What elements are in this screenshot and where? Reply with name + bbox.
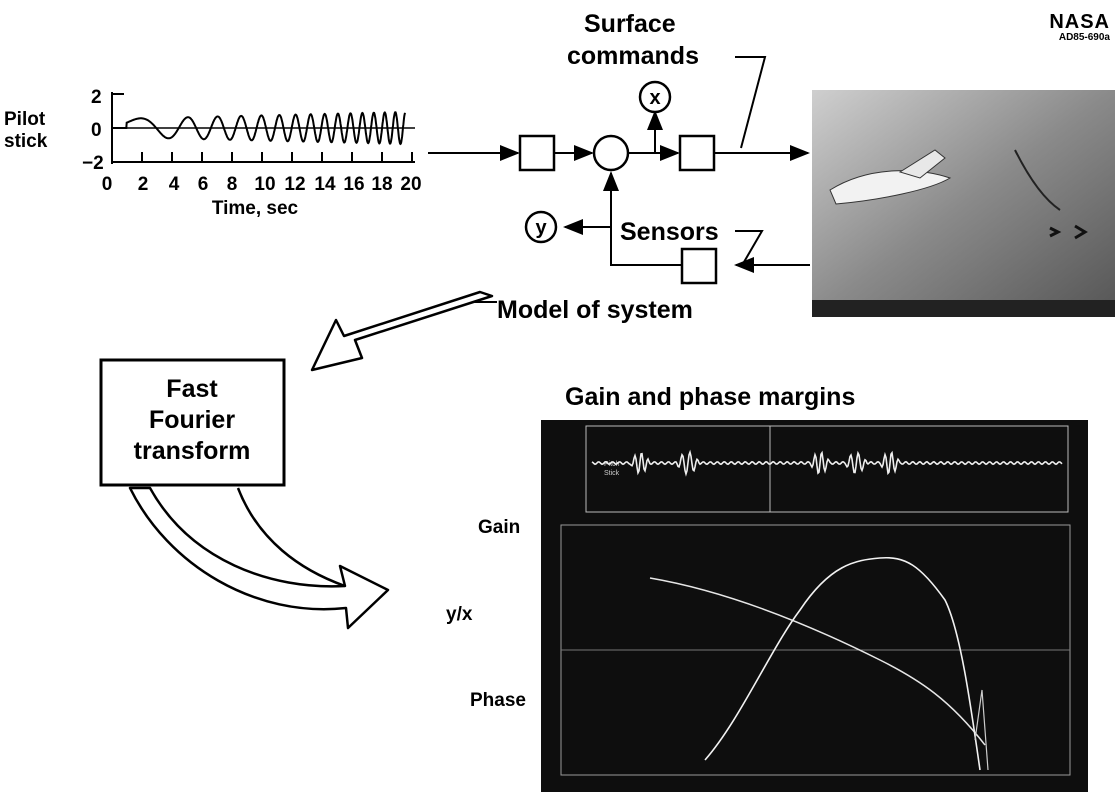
x-tick-label: 18 bbox=[371, 174, 392, 195]
x-tick-label: 4 bbox=[169, 174, 180, 195]
pilot-stick-plot: Pilot stick 2 0 −2 0 2 4 6 8 10 12 14 16… bbox=[4, 87, 422, 219]
x-tick-label: 6 bbox=[198, 174, 209, 195]
phase-trace bbox=[649, 577, 986, 746]
panel-axis-label: Pitch bbox=[604, 461, 620, 468]
gain-phase-display: Gain and phase margins Pitch Stick Gain … bbox=[446, 383, 1088, 792]
x-tick-label: 10 bbox=[254, 174, 275, 195]
sensors-label: Sensors bbox=[620, 218, 719, 246]
model-to-fft-arrow bbox=[310, 290, 494, 372]
y-tick-label: 2 bbox=[91, 87, 102, 108]
figure-code: AD85-690a bbox=[1058, 32, 1110, 43]
x-tick-label: 20 bbox=[400, 174, 421, 195]
block-diagram: x y Surface commands Sensors Model of sy… bbox=[394, 10, 810, 326]
aircraft-photo bbox=[812, 90, 1115, 317]
gain-label: Gain bbox=[478, 517, 520, 538]
screen-stick-trace bbox=[591, 449, 1063, 477]
pilot-input-block bbox=[518, 134, 556, 172]
x-axis-title: Time, sec bbox=[212, 198, 299, 219]
feedback-arrow bbox=[603, 171, 682, 266]
fft-label-line2: Fourier bbox=[149, 406, 235, 434]
photo-mark bbox=[1049, 226, 1062, 238]
screen-background bbox=[541, 420, 1088, 792]
summing-junction bbox=[592, 134, 630, 172]
x-measurement-node bbox=[638, 80, 672, 114]
photo-mark bbox=[1074, 224, 1088, 240]
x-tick-label: 12 bbox=[284, 174, 305, 195]
sensors-leader bbox=[735, 230, 764, 263]
panel-axis-label: Stick bbox=[604, 470, 620, 477]
y-tick-label: −2 bbox=[82, 153, 104, 174]
photo-background bbox=[812, 90, 1115, 317]
x-tick-label: 2 bbox=[138, 174, 149, 195]
x-tick-label: 0 bbox=[102, 174, 113, 195]
nasa-logo: NASA AD85-690a bbox=[1049, 12, 1110, 43]
time-history-panel bbox=[585, 425, 1069, 513]
surface-label-line1: Surface bbox=[584, 10, 676, 38]
phase-label: Phase bbox=[470, 690, 526, 711]
x-tick-marks bbox=[141, 152, 413, 162]
x-tick-label: 14 bbox=[314, 174, 336, 195]
model-label: Model of system bbox=[497, 296, 693, 324]
arrow-inner-curve bbox=[236, 487, 346, 588]
controller-block bbox=[678, 134, 716, 172]
gain-trace bbox=[704, 556, 981, 771]
y-measurement-node bbox=[524, 210, 558, 244]
photo-streak bbox=[1014, 149, 1061, 211]
margins-title: Gain and phase margins bbox=[565, 383, 855, 411]
aircraft-tail bbox=[898, 149, 946, 179]
x-node-label: x bbox=[649, 87, 660, 109]
stick-label-line2: stick bbox=[4, 131, 48, 152]
fft-box: Fast Fourier transform bbox=[99, 358, 286, 487]
fft-to-margins-arrow bbox=[128, 486, 390, 630]
aircraft-shape bbox=[829, 170, 952, 205]
surface-leader bbox=[735, 56, 767, 149]
fft-label-line3: transform bbox=[134, 437, 251, 465]
y-node-label: y bbox=[535, 217, 547, 239]
x-tick-label: 16 bbox=[343, 174, 364, 195]
ratio-label: y/x bbox=[446, 604, 473, 625]
fft-box-frame bbox=[99, 358, 286, 487]
x-tick-label: 8 bbox=[227, 174, 238, 195]
surface-label-line2: commands bbox=[567, 42, 699, 70]
trace-noise bbox=[974, 689, 989, 771]
y-tick-label: 0 bbox=[91, 120, 102, 141]
stick-waveform bbox=[112, 111, 406, 146]
photo-bottom-band bbox=[812, 300, 1115, 317]
fft-label-line1: Fast bbox=[166, 375, 218, 403]
stick-label-line1: Pilot bbox=[4, 109, 46, 130]
nasa-logo-word: NASA bbox=[1049, 11, 1110, 33]
sensor-block bbox=[680, 247, 718, 285]
